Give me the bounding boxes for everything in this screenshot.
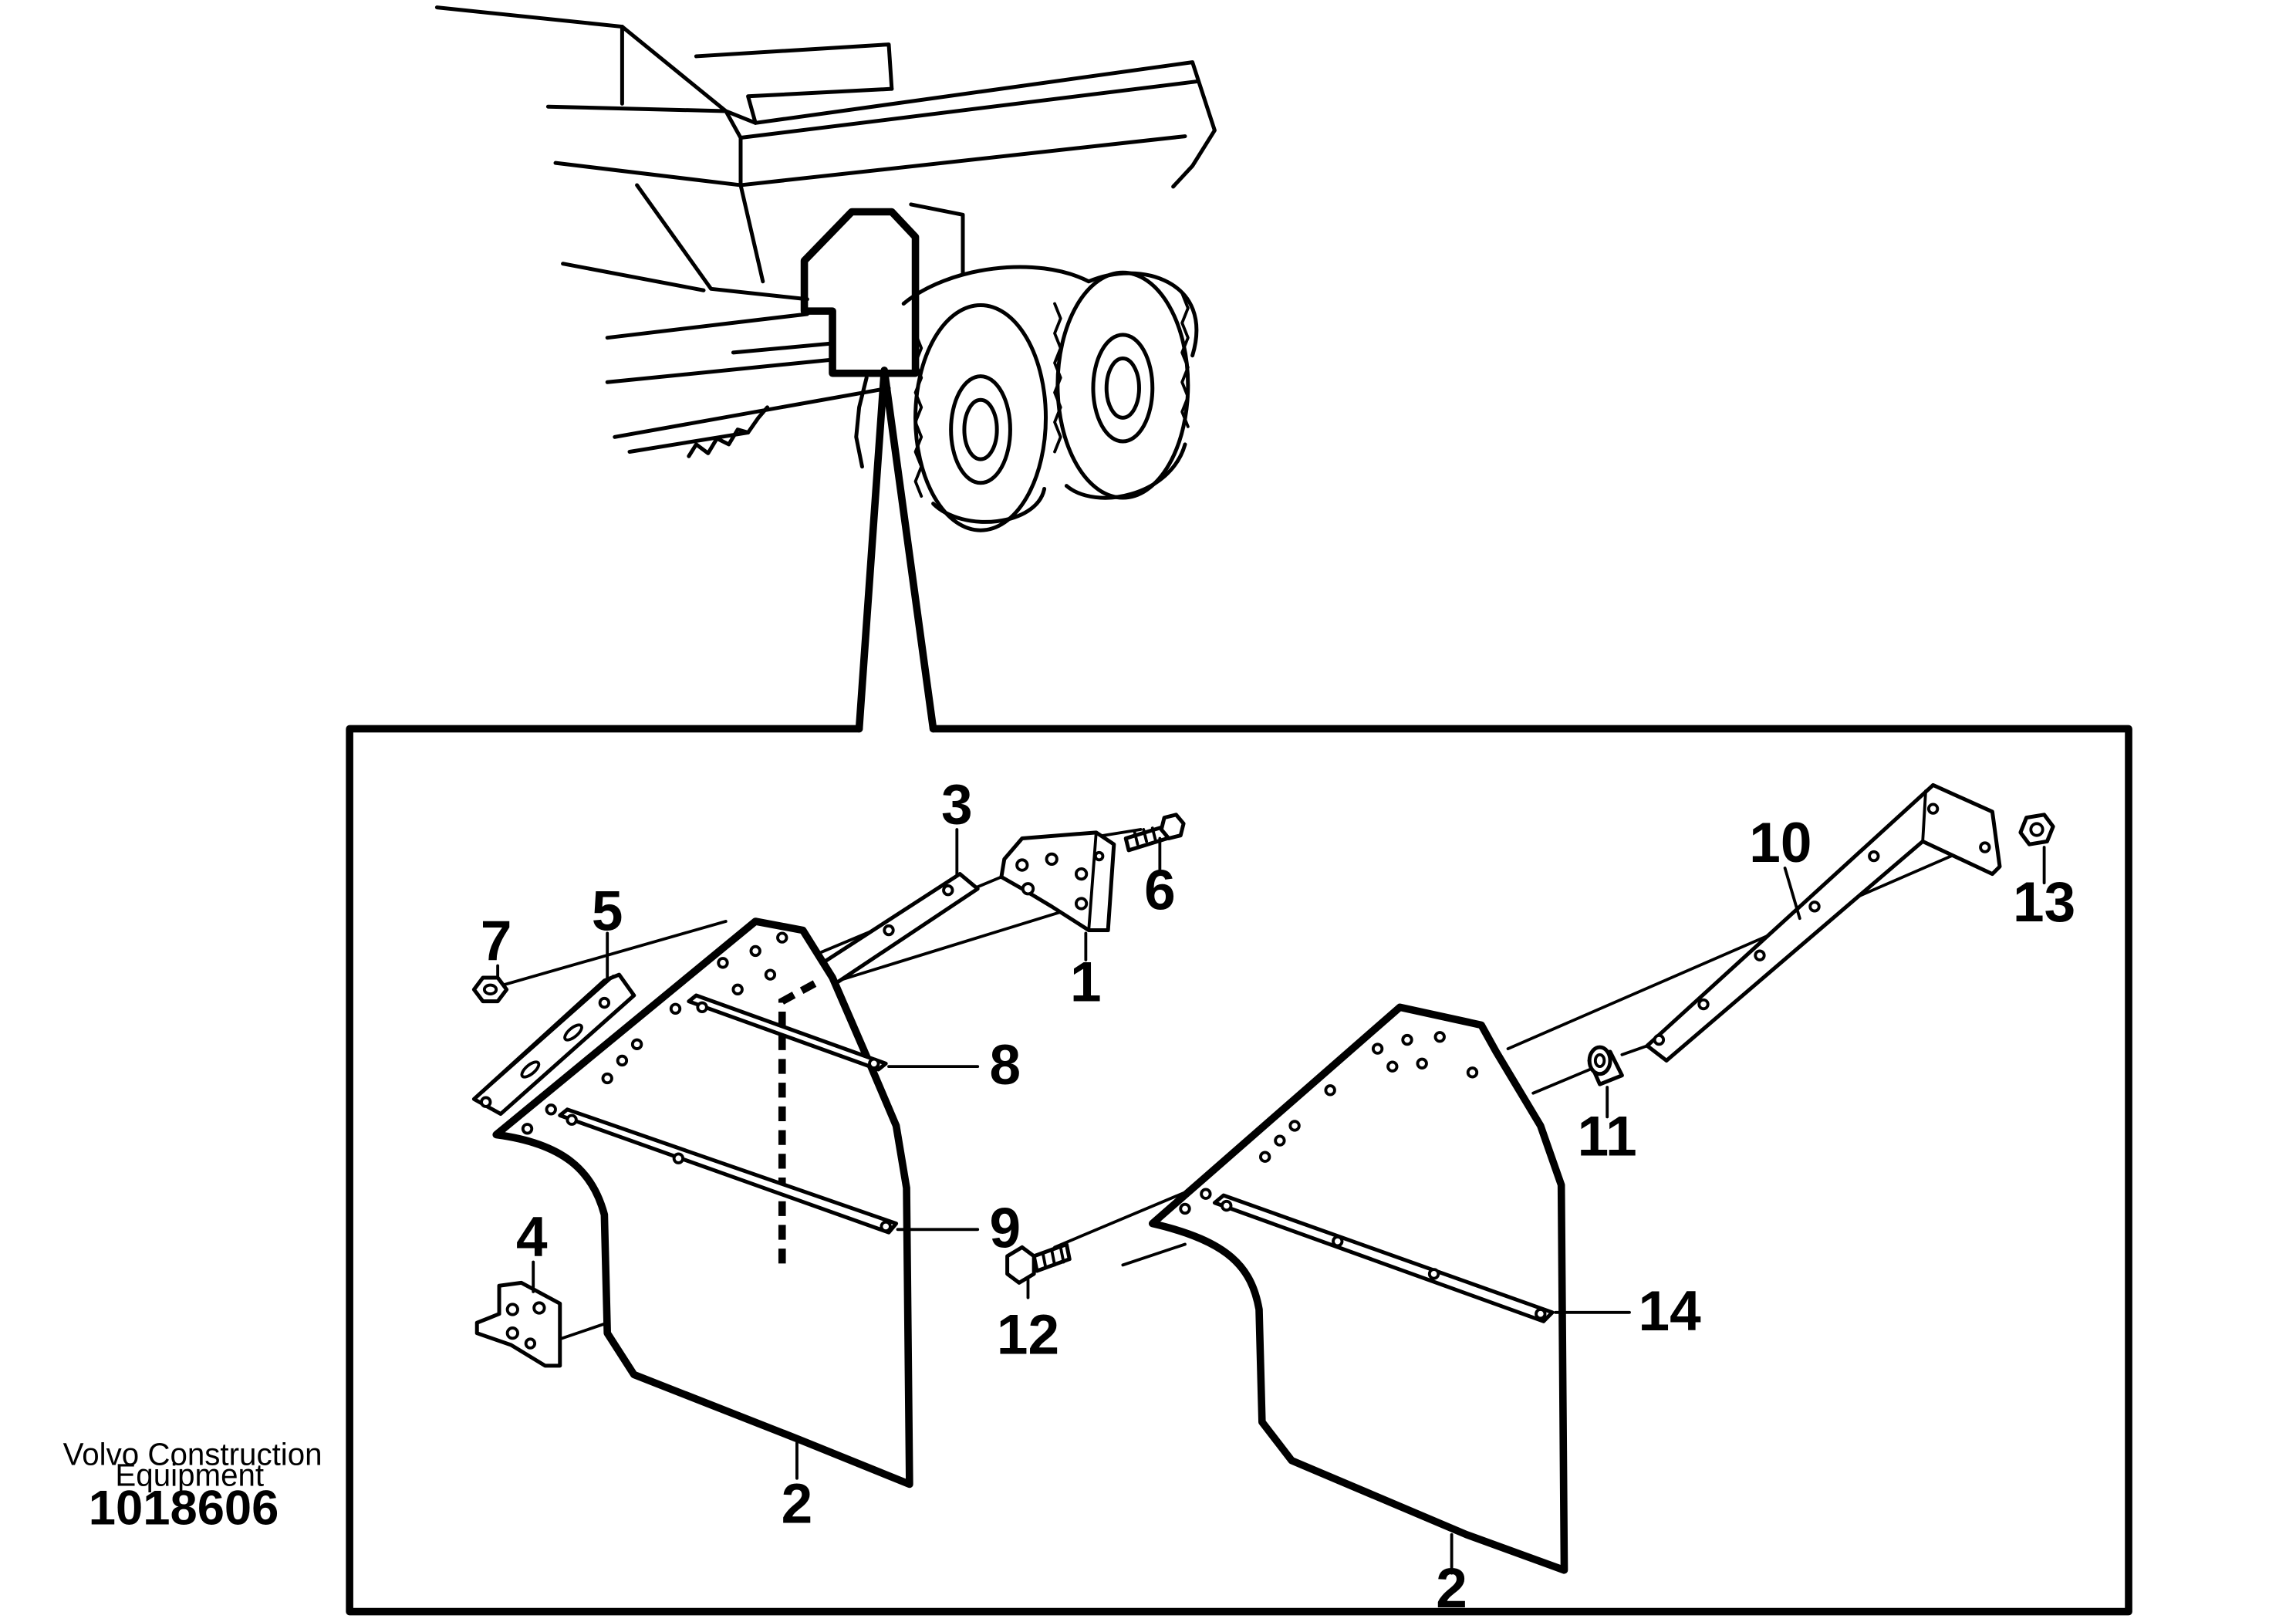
callout-3: 3 — [941, 773, 973, 836]
item-1-bracket — [999, 830, 1116, 933]
callout-14: 14 — [1639, 1280, 1702, 1343]
truck-overview — [434, 5, 1217, 532]
callout-2-right: 2 — [1436, 1557, 1467, 1620]
item-5-bracket — [471, 972, 636, 1117]
item-13-nut — [2018, 813, 2055, 846]
item-9-strip — [558, 1107, 899, 1235]
callout-11: 11 — [1578, 1105, 1637, 1168]
caption-line-1: Volvo Construction — [63, 1438, 322, 1472]
callout-2-left: 2 — [782, 1472, 813, 1535]
left-assembly — [471, 813, 1186, 1489]
callout-8: 8 — [990, 1034, 1021, 1097]
caption-block: Volvo Construction Equipment 1018606 — [63, 1438, 322, 1536]
item-2-mudflap-right — [1148, 1003, 1568, 1574]
callout-12: 12 — [997, 1304, 1059, 1367]
item-10-bracket — [1645, 782, 2002, 1063]
item-14-strip — [1212, 1193, 1555, 1323]
detail-pointer — [855, 367, 937, 733]
item-6-bolt — [1123, 813, 1186, 853]
callout-6: 6 — [1144, 860, 1176, 922]
callout-9: 9 — [990, 1197, 1021, 1259]
document-number: 1018606 — [89, 1481, 279, 1535]
item-8-strip — [687, 993, 888, 1072]
callouts: 1 2 2 3 4 5 6 7 8 9 10 11 12 13 14 — [481, 773, 2075, 1619]
callout-5: 5 — [592, 880, 623, 943]
item-11-spacer — [1587, 1045, 1624, 1086]
item-12-bolt — [1005, 1242, 1072, 1285]
right-assembly — [1005, 782, 2055, 1574]
callout-7: 7 — [481, 910, 512, 972]
item-2-mudflap-left — [492, 917, 913, 1489]
detail-frame — [346, 725, 2132, 1616]
callout-4: 4 — [516, 1206, 548, 1269]
caption-line-2: Equipment — [115, 1458, 264, 1492]
callout-13: 13 — [2013, 871, 2075, 934]
callout-1: 1 — [1070, 951, 1102, 1014]
callout-10: 10 — [1749, 812, 1811, 874]
item-4-clip — [474, 1280, 562, 1368]
